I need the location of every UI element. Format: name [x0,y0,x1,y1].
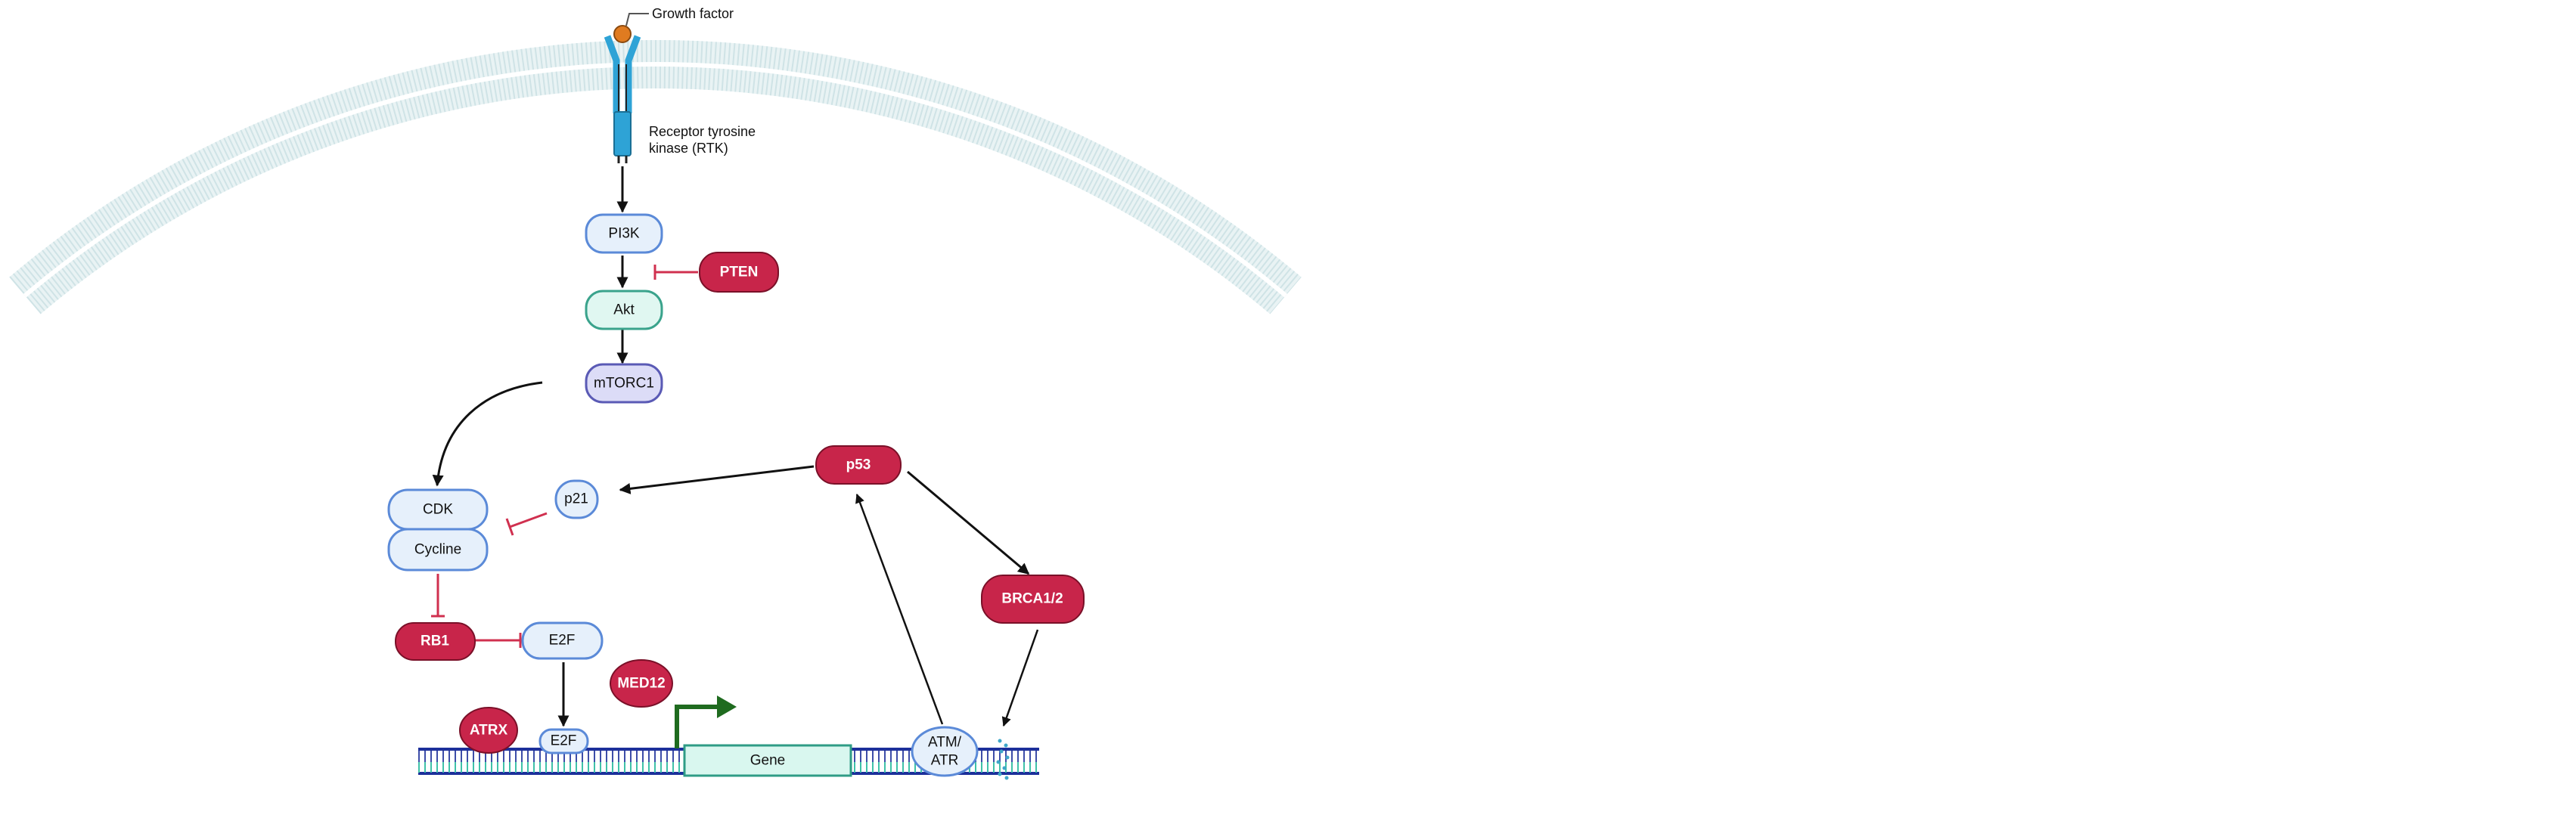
node-mtorc1: mTORC1 [585,363,663,404]
inhibit-p21-cdk [505,512,548,536]
arrow-atm-p53 [855,493,944,725]
svg-text:ATR: ATR [931,753,959,769]
svg-text:CDK: CDK [423,502,453,518]
inhibit-rb1-e2f [475,633,522,648]
node-brca: BRCA1/2 [981,575,1085,624]
svg-text:E2F: E2F [549,633,576,649]
gene-box: Gene [683,744,852,777]
svg-text:Gene: Gene [750,753,785,769]
growth-factor-label: Growth factor [652,6,734,21]
node-e2f-bound: E2F [538,728,589,754]
node-atm-atr: ATM/ ATR [911,726,979,777]
svg-text:ATRX: ATRX [470,723,508,739]
svg-text:PI3K: PI3K [608,226,640,242]
svg-text:ATM/: ATM/ [928,735,962,751]
svg-text:PTEN: PTEN [720,265,759,280]
node-med12: MED12 [610,659,673,708]
svg-text:Akt: Akt [613,302,635,318]
promoter-arrow-icon [675,705,718,748]
node-e2f: E2F [521,621,604,660]
node-akt: Akt [585,290,663,330]
arrow-mtorc1-cdk [432,381,543,487]
node-cdk-cycline: Cycline CDK [387,488,489,572]
svg-text:mTORC1: mTORC1 [594,376,654,392]
node-pten: PTEN [699,252,779,293]
cell-membrane [9,40,1302,314]
node-p53: p53 [815,445,902,485]
svg-text:MED12: MED12 [617,676,665,692]
svg-text:p53: p53 [846,457,871,473]
svg-text:Cycline: Cycline [414,542,461,558]
node-pi3k: PI3K [585,213,663,254]
dna-damage-icon [996,739,1010,780]
svg-text:RB1: RB1 [421,634,449,649]
arrow-brca-damage [1001,629,1039,727]
svg-text:E2F: E2F [551,733,577,749]
rtk-label-line2: kinase (RTK) [649,141,728,156]
node-rb1: RB1 [395,622,476,661]
node-p21: p21 [554,479,599,519]
arrow-p53-p21 [619,465,815,494]
rtk-label-line1: Receptor tyrosine [649,124,756,139]
growth-factor-ligand [613,25,632,43]
receptor-tyrosine-kinase [604,35,641,163]
inhibit-cyclin-rb1 [431,574,445,618]
svg-text:p21: p21 [564,491,588,507]
node-atrx: ATRX [459,707,518,754]
arrow-p53-brca [907,470,1030,575]
inhibit-pten-akt [653,265,698,280]
svg-text:BRCA1/2: BRCA1/2 [1001,591,1063,607]
